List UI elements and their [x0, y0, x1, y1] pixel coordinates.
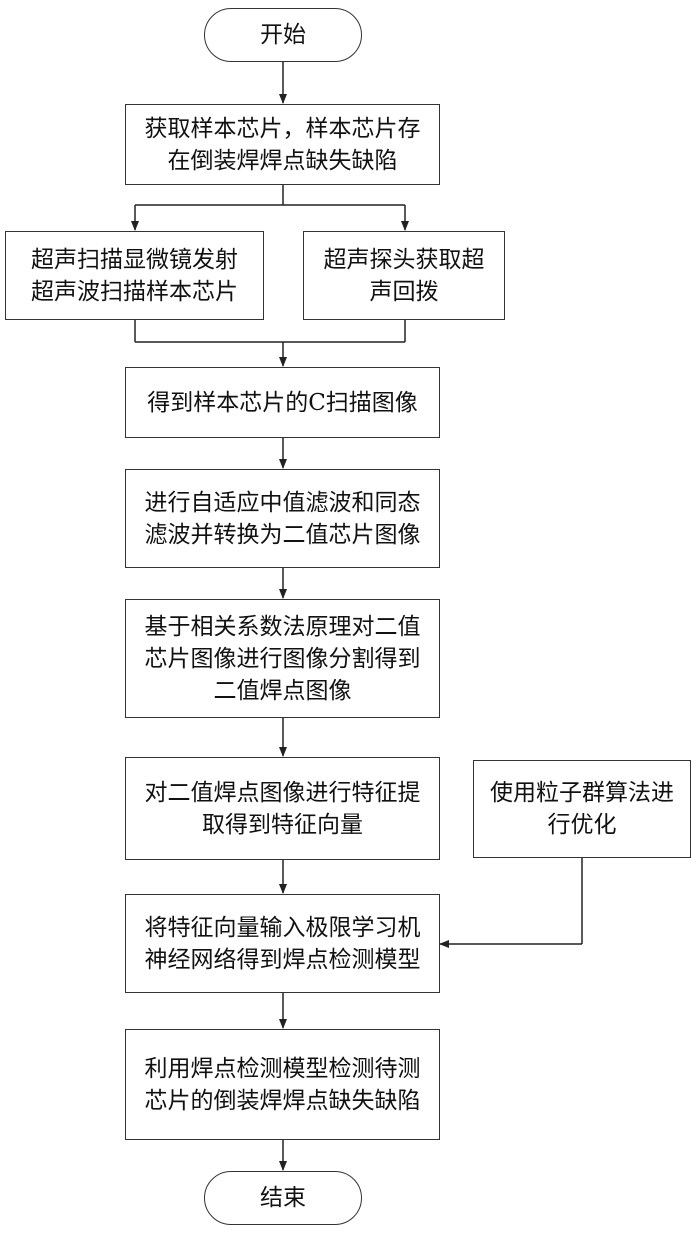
step-feature-extraction: 对二值焊点图像进行特征提 取得到特征向量	[125, 757, 440, 860]
step-text: 将特征向量输入极限学习机 神经网络得到焊点检测模型	[144, 914, 421, 973]
step-text: 超声探头获取超 声回拨	[323, 246, 485, 305]
step-text: 得到样本芯片的C扫描图像	[147, 389, 418, 416]
step-text: 利用焊点检测模型检测待测 芯片的倒装焊焊点缺失缺陷	[144, 1055, 421, 1114]
start-label: 开始	[260, 22, 306, 48]
end-label: 结束	[260, 1185, 306, 1211]
step-ultrasound-microscope: 超声扫描显微镜发射 超声波扫描样本芯片	[5, 231, 264, 320]
step-text: 获取样本芯片，样本芯片存 在倒装焊焊点缺失缺陷	[144, 115, 421, 174]
step-c-scan-image: 得到样本芯片的C扫描图像	[125, 367, 440, 438]
start-terminal: 开始	[204, 8, 362, 62]
step-probe-echo: 超声探头获取超 声回拨	[303, 231, 505, 320]
step-text: 进行自适应中值滤波和同态 滤波并转换为二值芯片图像	[144, 489, 421, 548]
step-text: 对二值焊点图像进行特征提 取得到特征向量	[144, 779, 421, 838]
step-text: 使用粒子群算法进 行优化	[490, 780, 674, 838]
step-elm-model: 将特征向量输入极限学习机 神经网络得到焊点检测模型	[125, 894, 440, 993]
step-detect-defects: 利用焊点检测模型检测待测 芯片的倒装焊焊点缺失缺陷	[125, 1029, 440, 1140]
step-pso-optimization: 使用粒子群算法进 行优化	[473, 760, 691, 858]
step-text: 基于相关系数法原理对二值 芯片图像进行图像分割得到 二值焊点图像	[144, 613, 421, 704]
step-segmentation: 基于相关系数法原理对二值 芯片图像进行图像分割得到 二值焊点图像	[125, 599, 440, 718]
step-obtain-sample: 获取样本芯片，样本芯片存 在倒装焊焊点缺失缺陷	[125, 104, 440, 185]
step-filtering: 进行自适应中值滤波和同态 滤波并转换为二值芯片图像	[125, 469, 440, 568]
step-text: 超声扫描显微镜发射 超声波扫描样本芯片	[31, 246, 238, 305]
end-terminal: 结束	[204, 1171, 362, 1225]
